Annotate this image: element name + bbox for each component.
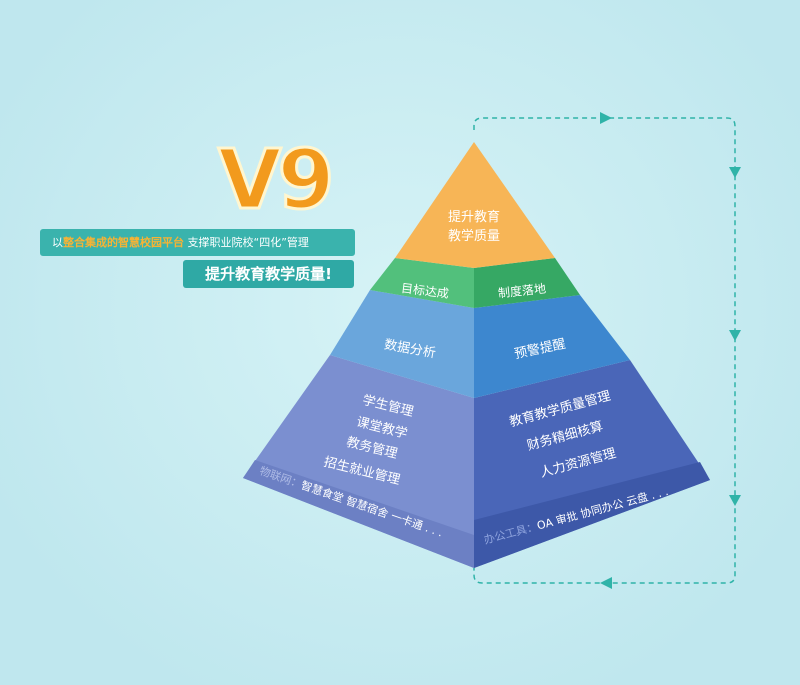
tagline-banner: 以整合集成的智慧校园平台 支撑职业院校“四化”管理 xyxy=(40,229,355,256)
level2-left-face xyxy=(370,258,474,308)
arrow-right-icon xyxy=(600,112,612,124)
arrow-down-icon xyxy=(729,495,741,506)
level4-left-face xyxy=(243,355,474,568)
level4-left-base xyxy=(243,460,474,568)
top-line1: 提升教育 xyxy=(448,209,500,225)
version-title: V9 xyxy=(217,133,337,228)
tagline-highlight: 整合集成的智慧校园平台 xyxy=(63,236,184,249)
level1-face xyxy=(395,142,555,268)
level2-right-face xyxy=(474,258,580,308)
level3-left-face xyxy=(330,290,474,398)
arrow-down-icon xyxy=(729,167,741,178)
top-line2: 教学质量 xyxy=(448,228,500,244)
level4-right-base xyxy=(474,462,710,568)
arrow-left-icon xyxy=(600,577,612,589)
level2-right: 制度落地 xyxy=(497,281,546,301)
arrow-down-icon xyxy=(729,330,741,341)
level3-right-face xyxy=(474,295,630,398)
arrow-icons xyxy=(600,112,741,589)
slogan-banner: 提升教育教学质量! xyxy=(183,260,354,288)
cycle-bracket xyxy=(473,117,736,584)
level2-left: 目标达成 xyxy=(400,281,449,301)
